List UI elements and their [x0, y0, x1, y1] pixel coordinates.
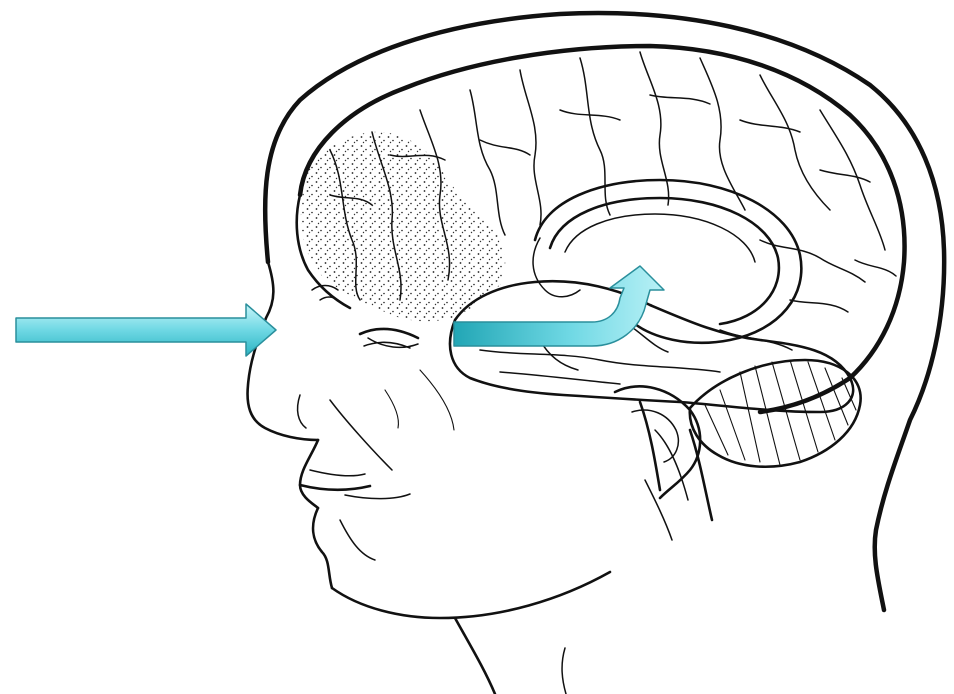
cerebellum: [640, 360, 861, 520]
brain-stem: [640, 402, 660, 490]
arrow-right-icon: [16, 304, 276, 356]
ear: [615, 386, 700, 540]
brain: [297, 46, 905, 412]
face-details: [298, 286, 454, 561]
frontal-cortex-stipple: [301, 132, 505, 322]
